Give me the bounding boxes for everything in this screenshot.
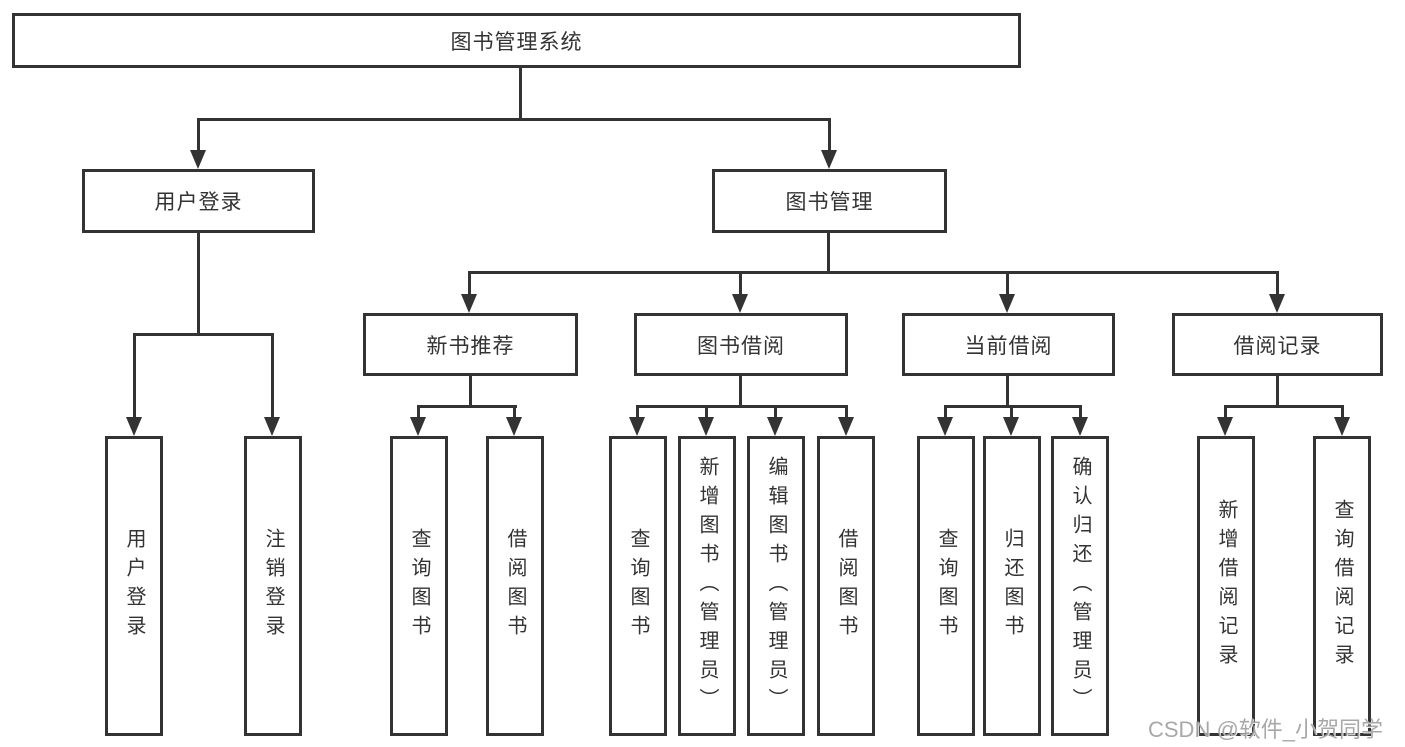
arrow-down-icon bbox=[698, 417, 714, 436]
connector bbox=[468, 274, 471, 296]
connector bbox=[705, 408, 708, 418]
leaf-query-borrow-record: 查询借阅记录 bbox=[1313, 436, 1371, 736]
arrow-down-icon bbox=[410, 417, 426, 436]
arrow-down-icon bbox=[461, 294, 477, 313]
connector bbox=[827, 233, 830, 271]
arrow-down-icon bbox=[821, 150, 837, 169]
node-label: 用户登录 bbox=[154, 191, 243, 214]
leaf-label: 注销登录 bbox=[262, 528, 284, 644]
arrow-down-icon bbox=[126, 417, 142, 436]
connector bbox=[417, 405, 517, 408]
connector bbox=[774, 408, 777, 418]
node-label: 图书管理 bbox=[785, 191, 874, 214]
connector bbox=[197, 118, 831, 121]
leaf-label: 借阅图书 bbox=[835, 528, 857, 644]
connector bbox=[133, 336, 136, 418]
arrow-down-icon bbox=[1334, 417, 1350, 436]
leaf-label: 借阅图书 bbox=[504, 528, 526, 644]
leaf-add-books-admin: 新增图书（管理员） bbox=[678, 436, 736, 736]
leaf-return-books: 归还图书 bbox=[983, 436, 1041, 736]
node-book-management: 图书管理 bbox=[712, 169, 947, 233]
node-current-borrowing: 当前借阅 bbox=[902, 313, 1115, 376]
arrow-down-icon bbox=[629, 417, 645, 436]
node-label: 新书推荐 bbox=[426, 334, 515, 358]
connector bbox=[1276, 274, 1279, 296]
leaf-label: 归还图书 bbox=[1001, 528, 1023, 644]
connector bbox=[1224, 408, 1227, 418]
connector bbox=[1010, 408, 1013, 418]
node-borrowing-records: 借阅记录 bbox=[1172, 313, 1383, 376]
leaf-logout-login: 注销登录 bbox=[244, 436, 302, 736]
connector bbox=[636, 405, 848, 408]
leaf-label: 查询图书 bbox=[935, 528, 957, 644]
arrow-down-icon bbox=[1072, 417, 1088, 436]
node-label: 图书管理系统 bbox=[450, 30, 583, 54]
leaf-label: 确认归还（管理员） bbox=[1069, 455, 1091, 717]
arrow-down-icon bbox=[732, 294, 748, 313]
connector bbox=[1276, 376, 1279, 405]
connector bbox=[944, 405, 1082, 408]
connector bbox=[739, 274, 742, 296]
arrow-down-icon bbox=[1217, 417, 1233, 436]
leaf-label: 查询借阅记录 bbox=[1331, 499, 1353, 673]
arrow-down-icon bbox=[506, 417, 522, 436]
connector bbox=[469, 376, 472, 405]
connector bbox=[417, 408, 420, 418]
leaf-query-books-recommend: 查询图书 bbox=[390, 436, 448, 736]
arrow-down-icon bbox=[1003, 417, 1019, 436]
connector bbox=[1006, 274, 1009, 296]
connector bbox=[828, 121, 831, 151]
arrow-down-icon bbox=[264, 417, 280, 436]
connector bbox=[1006, 376, 1009, 405]
connector bbox=[197, 233, 200, 333]
connector bbox=[739, 376, 742, 405]
leaf-query-books-borrow: 查询图书 bbox=[609, 436, 667, 736]
connector bbox=[1341, 408, 1344, 418]
connector bbox=[944, 408, 947, 418]
connector bbox=[271, 336, 274, 418]
connector bbox=[1224, 405, 1344, 408]
arrow-down-icon bbox=[190, 150, 206, 169]
connector bbox=[1079, 408, 1082, 418]
leaf-edit-books-admin: 编辑图书（管理员） bbox=[747, 436, 805, 736]
leaf-user-login: 用户登录 bbox=[105, 436, 163, 736]
leaf-label: 编辑图书（管理员） bbox=[765, 455, 787, 717]
leaf-label: 查询图书 bbox=[408, 528, 430, 644]
leaf-label: 查询图书 bbox=[627, 528, 649, 644]
watermark: CSDN @软件_小贺同学 bbox=[1148, 717, 1384, 742]
leaf-label: 新增图书（管理员） bbox=[696, 455, 718, 717]
arrow-down-icon bbox=[767, 417, 783, 436]
leaf-borrow-books: 借阅图书 bbox=[817, 436, 875, 736]
leaf-add-borrow-record: 新增借阅记录 bbox=[1197, 436, 1255, 736]
leaf-query-books-current: 查询图书 bbox=[917, 436, 975, 736]
node-book-borrowing: 图书借阅 bbox=[634, 313, 848, 376]
connector bbox=[468, 271, 1279, 274]
connector bbox=[845, 408, 848, 418]
node-label: 当前借阅 bbox=[964, 334, 1053, 358]
arrow-down-icon bbox=[937, 417, 953, 436]
node-new-book-recommendation: 新书推荐 bbox=[363, 313, 578, 376]
node-label: 图书借阅 bbox=[697, 334, 785, 358]
arrow-down-icon bbox=[838, 417, 854, 436]
node-label: 借阅记录 bbox=[1233, 334, 1322, 358]
node-library-system: 图书管理系统 bbox=[12, 13, 1021, 68]
connector bbox=[636, 408, 639, 418]
node-user-login: 用户登录 bbox=[82, 169, 315, 233]
leaf-borrow-books-recommend: 借阅图书 bbox=[486, 436, 544, 736]
leaf-confirm-return-admin: 确认归还（管理员） bbox=[1051, 436, 1109, 736]
leaf-label: 新增借阅记录 bbox=[1215, 499, 1237, 673]
leaf-label: 用户登录 bbox=[123, 528, 145, 644]
connector bbox=[133, 333, 274, 336]
arrow-down-icon bbox=[1269, 294, 1285, 313]
connector bbox=[519, 68, 522, 118]
arrow-down-icon bbox=[999, 294, 1015, 313]
connector bbox=[513, 408, 516, 418]
connector bbox=[197, 121, 200, 151]
